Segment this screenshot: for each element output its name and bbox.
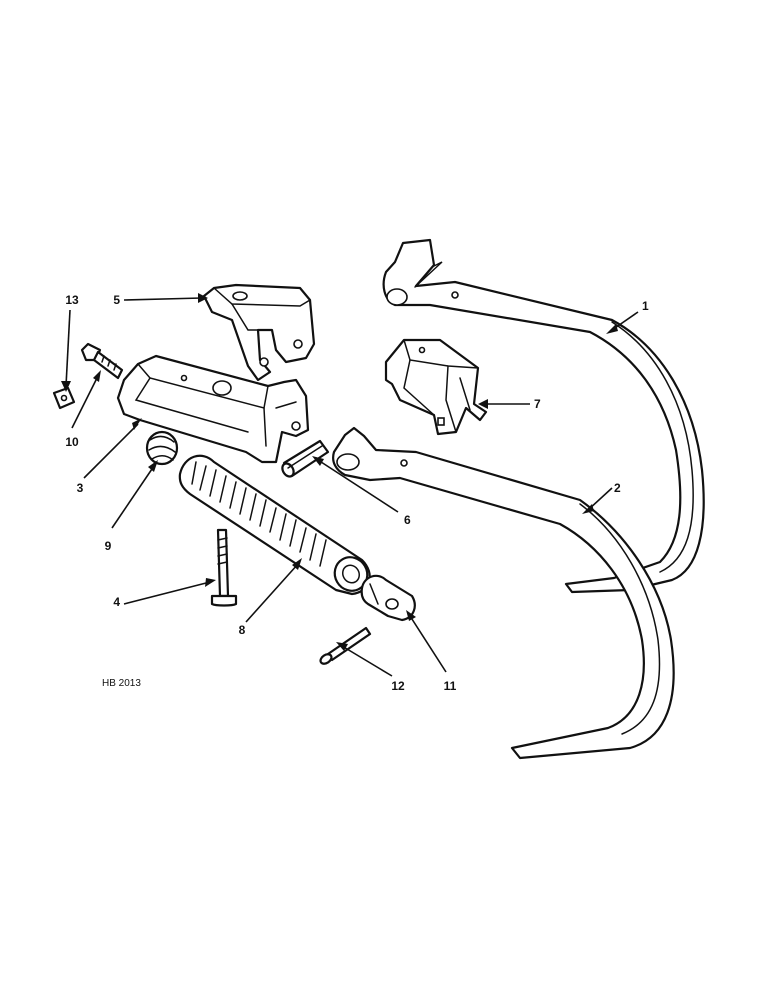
part-7-clamp — [384, 338, 488, 436]
part-4-bolt — [210, 528, 238, 607]
callout-5: 5 — [113, 293, 208, 307]
svg-text:5: 5 — [113, 293, 120, 307]
part-9-bushing — [145, 430, 179, 466]
svg-text:9: 9 — [105, 539, 112, 553]
callout-6: 6 — [312, 456, 411, 527]
svg-text:4: 4 — [113, 595, 120, 609]
part-12-pin — [319, 626, 372, 665]
drawing-reference: HB 2013 — [102, 678, 141, 689]
part-13-nut — [52, 386, 76, 410]
svg-text:1: 1 — [642, 299, 649, 313]
svg-text:7: 7 — [534, 397, 541, 411]
callout-9: 9 — [105, 460, 158, 553]
part-11-cap — [360, 574, 416, 622]
svg-text:12: 12 — [391, 679, 405, 693]
part-1-spring-tooth-upper — [382, 238, 705, 594]
callout-12: 12 — [336, 642, 405, 693]
callout-8: 8 — [239, 558, 302, 637]
part-6-pin — [281, 439, 330, 478]
svg-text:8: 8 — [239, 623, 246, 637]
svg-text:13: 13 — [65, 293, 79, 307]
svg-text:11: 11 — [444, 679, 457, 693]
callout-3: 3 — [77, 418, 142, 495]
part-10-bolt — [80, 342, 124, 380]
callout-2: 2 — [582, 481, 621, 514]
svg-text:6: 6 — [404, 513, 411, 527]
svg-text:2: 2 — [614, 481, 621, 495]
callout-10: 10 — [65, 370, 101, 449]
callout-1: 1 — [606, 299, 649, 334]
part-5-bracket — [202, 283, 316, 382]
svg-text:3: 3 — [77, 481, 84, 495]
callout-13: 13 — [61, 293, 79, 392]
svg-text:10: 10 — [65, 435, 79, 449]
part-3-main-bracket — [116, 354, 310, 464]
callout-11: 11 — [406, 610, 457, 693]
callout-4: 4 — [113, 578, 216, 609]
callout-7: 7 — [478, 397, 541, 411]
